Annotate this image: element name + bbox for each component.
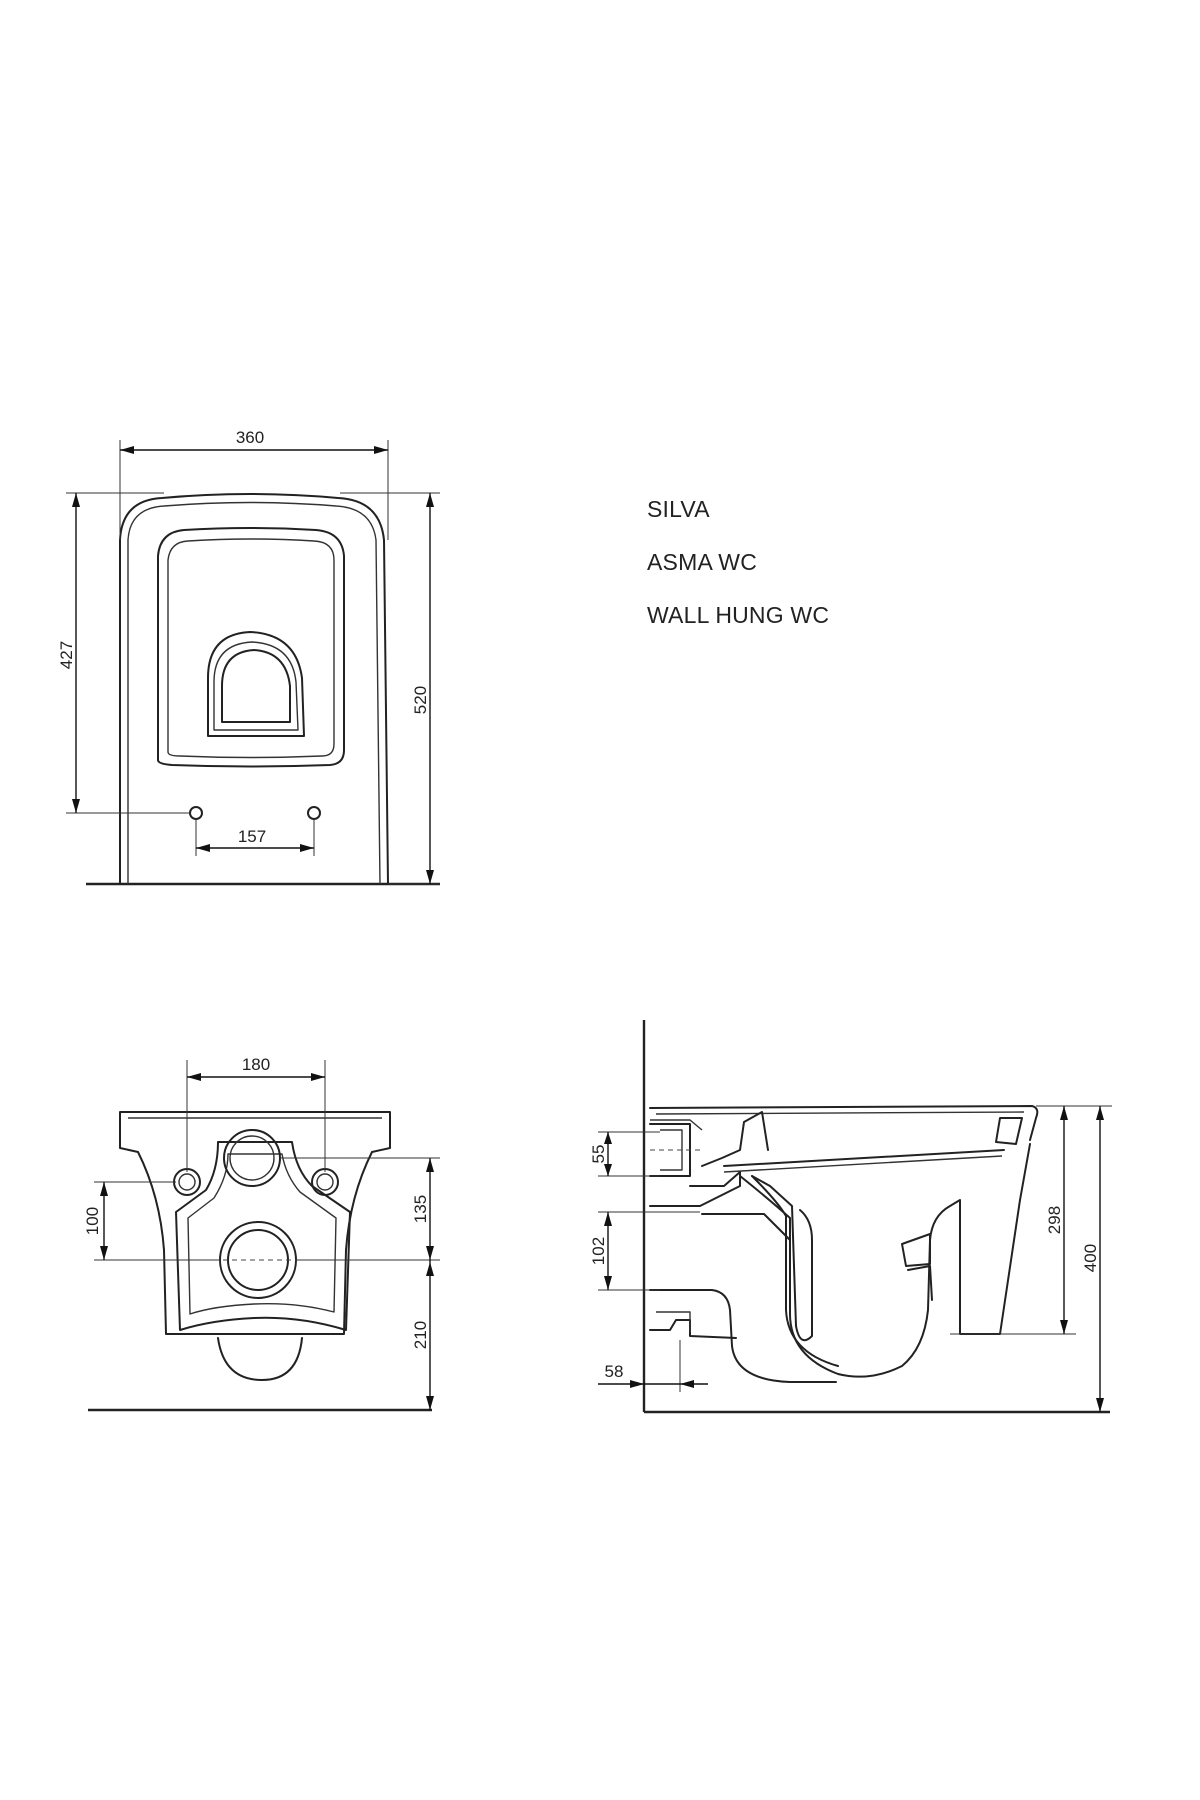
dim-rim-height-text: 400 (1081, 1244, 1100, 1272)
brand-label: SILVA (647, 496, 710, 522)
arrow-head (100, 1246, 108, 1260)
arrow-head (1096, 1398, 1104, 1412)
side-view: 55 102 58 298 400 (589, 1020, 1112, 1414)
arrow-head (604, 1164, 612, 1176)
arrow-head (1060, 1106, 1068, 1120)
outlet-spigot-lower (649, 1319, 737, 1339)
dim-outlet-side-height-text: 102 (589, 1237, 608, 1265)
arrow-head (196, 844, 210, 852)
arrow-head (680, 1380, 694, 1388)
arrow-head (1096, 1106, 1104, 1120)
arrow-head (426, 1246, 434, 1260)
dim-fixing-height-text: 427 (57, 641, 76, 669)
model-label: ASMA WC (647, 549, 758, 575)
arrow-head (311, 1073, 325, 1081)
fixing-hole-right-icon (307, 806, 321, 820)
arrow-head (300, 844, 314, 852)
arrow-head (604, 1276, 612, 1290)
arrow-head (187, 1073, 201, 1081)
arrow-head (604, 1212, 612, 1226)
inlet-circle-inner-icon (229, 1135, 275, 1181)
foot-detail (901, 1233, 931, 1267)
top-view-outer-outline (119, 493, 389, 885)
dim-outlet-height-text: 135 (411, 1195, 430, 1223)
seat-line (723, 1149, 1005, 1167)
bolt-left-icon (173, 1168, 201, 1196)
dim-width-text: 360 (236, 428, 264, 447)
foot-detail-lower (907, 1265, 933, 1301)
dim-outlet-from-floor-text: 210 (411, 1321, 430, 1349)
bowl-opening-mid (213, 641, 299, 731)
seat-panel-outer (157, 527, 345, 768)
top-view: 360 427 520 157 (57, 428, 440, 886)
arrow-head (426, 1262, 434, 1276)
rim-line (655, 1111, 1025, 1115)
dim-fixing-spacing-text: 157 (238, 827, 266, 846)
seat-line (723, 1155, 1003, 1173)
arrow-head (100, 1182, 108, 1196)
trap-outer (751, 1175, 839, 1367)
trap-wall (751, 1175, 797, 1327)
outlet-spigot (649, 1289, 837, 1383)
inlet-circle-icon (223, 1129, 281, 1187)
arrow-head (630, 1380, 644, 1388)
front-view-plate-inner (187, 1153, 337, 1315)
bolt-left-inner-icon (178, 1173, 196, 1191)
outlet-circle-icon (219, 1221, 297, 1299)
arrow-head (72, 493, 80, 507)
front-view-body-outline (119, 1111, 391, 1335)
front-view-foot (217, 1337, 303, 1381)
dim-front-fixing-offset-text: 100 (83, 1207, 102, 1235)
arrow-head (604, 1132, 612, 1144)
arrow-head (426, 1396, 434, 1410)
front-view-plate-outer (175, 1141, 351, 1331)
arrow-head (426, 870, 434, 884)
arrow-head (426, 1158, 434, 1172)
seat-panel-inner (167, 538, 335, 759)
front-view: 180 100 135 210 (83, 1055, 440, 1412)
outlet-spigot-inner (656, 1311, 691, 1332)
bowl-outer (739, 1143, 1031, 1378)
flush-channel (701, 1111, 769, 1167)
dim-inlet-height-text: 55 (589, 1145, 608, 1164)
arrow-head (72, 799, 80, 813)
dim-overall-height-text: 520 (411, 686, 430, 714)
arrow-head (120, 446, 134, 454)
bowl-opening-inner (221, 649, 291, 723)
trap-upper (701, 1213, 791, 1313)
arrow-head (1060, 1320, 1068, 1334)
back-body (649, 1171, 741, 1207)
product-type-label: WALL HUNG WC (647, 602, 830, 628)
dim-outlet-projection-text: 58 (605, 1362, 624, 1381)
arrow-head (374, 446, 388, 454)
dim-rim-depth-text: 298 (1045, 1206, 1064, 1234)
top-view-outer-rim (127, 501, 381, 885)
rim-line (650, 1119, 703, 1131)
dim-front-fixing-spacing-text: 180 (242, 1055, 270, 1074)
fixing-hole-left-icon (189, 806, 203, 820)
rim-lip (995, 1117, 1023, 1145)
trap-passage (795, 1209, 813, 1342)
side-view-rim (649, 1105, 1039, 1141)
bolt-right-icon (311, 1168, 339, 1196)
bolt-right-inner-icon (316, 1173, 334, 1191)
bowl-opening-outer (207, 631, 305, 737)
arrow-head (426, 493, 434, 507)
